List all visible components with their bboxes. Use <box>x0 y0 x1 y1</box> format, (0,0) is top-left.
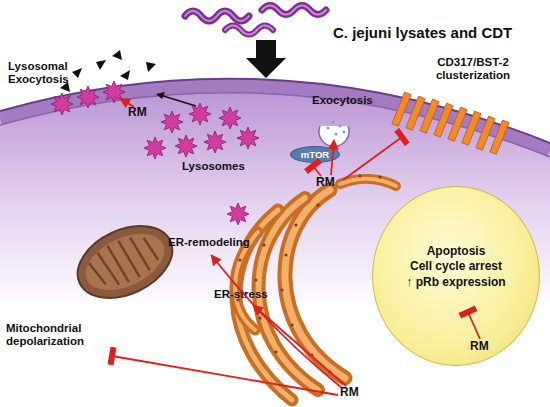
bacteria <box>185 6 326 35</box>
annotation-label: Exocytosis <box>312 94 373 107</box>
annotation-label: ER-remodeling <box>168 236 250 249</box>
annotation-label: Mitochondrial depolarization <box>6 322 106 348</box>
inhibition-arrow <box>468 312 480 339</box>
ribosomes <box>236 174 381 373</box>
node-text: Apoptosis <box>427 244 486 260</box>
annotation-label: Lysosomes <box>182 160 245 173</box>
annotation-label: ER-stress <box>214 288 268 301</box>
annotation-label: CD317/BST-2 clusterization <box>412 56 534 82</box>
activation-arrow <box>254 306 346 386</box>
node-text: Cell cycle arrest <box>410 259 502 275</box>
activation-arrow <box>212 256 342 388</box>
inhibition-arrow <box>112 356 338 395</box>
exocytosis-vesicle <box>319 121 349 147</box>
drug-label: RM <box>316 176 335 190</box>
nucleus-ellipse: ApoptosisCell cycle arrest↑ pRb expressi… <box>372 186 540 366</box>
drug-label: RM <box>470 340 489 354</box>
cd317-molecules <box>392 92 509 154</box>
node-text: mTOR <box>301 149 329 160</box>
entry-arrow <box>246 40 286 78</box>
transport-arrow <box>160 95 196 106</box>
lysosomes <box>51 81 259 225</box>
drug-label: RM <box>340 386 359 400</box>
diagram-title: C. jejuni lysates and CDT <box>333 24 548 41</box>
inhibition-arrow <box>343 137 402 180</box>
activation-arrow <box>121 99 134 107</box>
cell-membrane <box>0 86 550 150</box>
mtor-ellipse: mTOR <box>290 146 340 163</box>
node-text: ↑ pRb expression <box>406 275 505 291</box>
mitochondrion <box>66 212 184 312</box>
inhibition-arrow <box>313 166 321 176</box>
drug-label: RM <box>128 106 147 120</box>
arrow-head <box>156 92 165 99</box>
annotation-label: Lysosomal Exocytosis <box>8 60 88 86</box>
activation-arrow <box>331 141 334 175</box>
cytoplasm <box>0 86 550 407</box>
